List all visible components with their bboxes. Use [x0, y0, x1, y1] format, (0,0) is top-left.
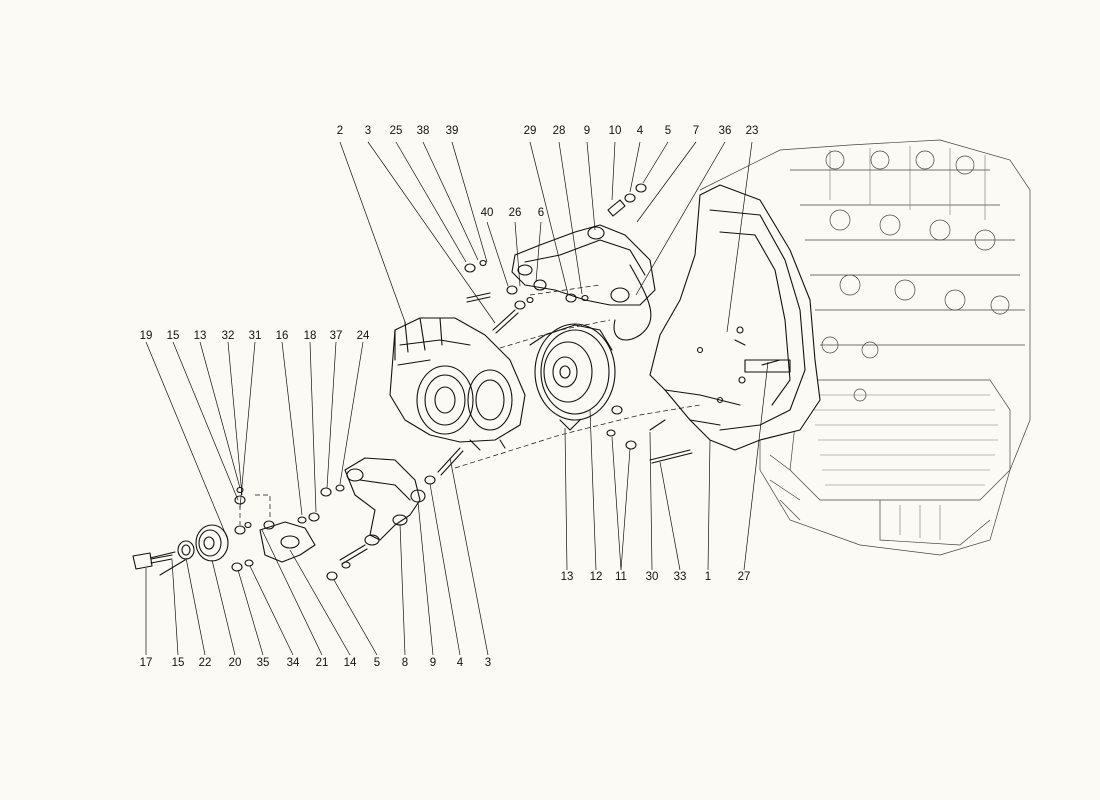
callout-left-32: 32: [222, 330, 235, 342]
callout-right-27: 27: [738, 571, 751, 583]
callout-left-24: 24: [357, 330, 370, 342]
callout-top-23: 23: [746, 125, 759, 137]
callout-right-33: 33: [674, 571, 687, 583]
assembly-lines: [239, 284, 701, 525]
callout-left-13: 13: [194, 330, 207, 342]
callout-top-36: 36: [719, 125, 732, 137]
callout-bot-9: 9: [430, 657, 436, 669]
callout-bot-3: 3: [485, 657, 491, 669]
callout-right-30: 30: [646, 571, 659, 583]
callout-bot-20: 20: [229, 657, 242, 669]
callout-left-18: 18: [304, 330, 317, 342]
callout-top-7: 7: [693, 125, 699, 137]
callout-top-10: 10: [609, 125, 622, 137]
tensioner-pulley: [149, 524, 229, 576]
callout-left-19: 19: [140, 330, 153, 342]
upper-bracket: [511, 224, 656, 341]
callout-left-31: 31: [249, 330, 262, 342]
callout-mid-40: 40: [481, 207, 494, 219]
callout-bot-21: 21: [316, 657, 329, 669]
callout-top-28: 28: [553, 125, 566, 137]
callout-left-37: 37: [330, 330, 343, 342]
callout-right-11: 11: [615, 571, 627, 583]
callout-top-5: 5: [665, 125, 671, 137]
clutch-pulley: [529, 323, 616, 431]
callout-bot-17: 17: [140, 657, 153, 669]
callout-bot-4: 4: [457, 657, 464, 669]
callout-bot-8: 8: [402, 657, 408, 669]
callout-bot-22: 22: [199, 657, 212, 669]
callout-mid-26: 26: [509, 207, 522, 219]
callout-bot-14: 14: [344, 657, 357, 669]
callout-bot-5: 5: [374, 657, 380, 669]
lower-bracket: [344, 457, 421, 541]
callout-bot-34: 34: [287, 657, 300, 669]
callout-right-12: 12: [590, 571, 603, 583]
callout-top-4: 4: [637, 125, 644, 137]
callout-right-13: 13: [561, 571, 574, 583]
callout-bot-35: 35: [257, 657, 270, 669]
callout-mid-6: 6: [538, 207, 544, 219]
callout-top-38: 38: [417, 125, 430, 137]
callout-top-39: 39: [446, 125, 459, 137]
timing-cover: [649, 184, 821, 451]
engine-block: [699, 139, 1031, 556]
callout-right-1: 1: [705, 571, 711, 583]
leader-lines: [145, 141, 769, 656]
callout-left-15: 15: [167, 330, 180, 342]
compressor-body: [389, 317, 526, 451]
callout-top-9: 9: [584, 125, 590, 137]
callout-top-29: 29: [524, 125, 537, 137]
callout-bot-15: 15: [172, 657, 185, 669]
callout-top-2: 2: [337, 125, 343, 137]
callout-top-3: 3: [365, 125, 371, 137]
callout-labels: 2 3 25 38 39 29 28 9 10 4 5 7 36 23 40 2…: [140, 125, 759, 669]
tensioner-plate: [259, 521, 316, 563]
fasteners: [132, 183, 781, 581]
callout-top-25: 25: [390, 125, 403, 137]
callout-left-16: 16: [276, 330, 289, 342]
